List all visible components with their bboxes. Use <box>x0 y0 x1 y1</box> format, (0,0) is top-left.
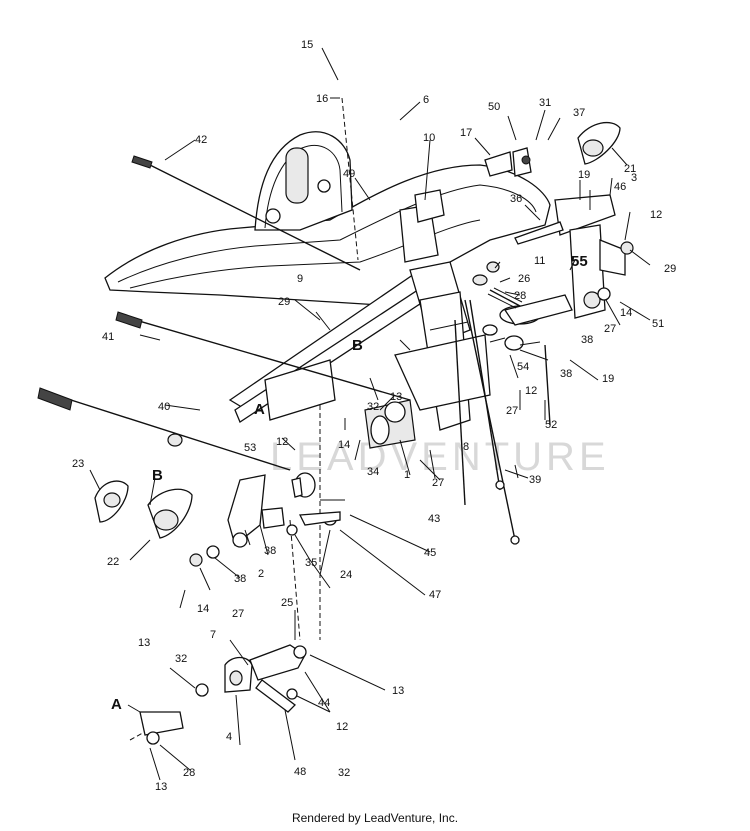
label-14-lower: 14 <box>197 603 209 615</box>
label-15: 15 <box>301 39 313 51</box>
label-32-bottom: 32 <box>338 767 350 779</box>
label-1: 1 <box>404 469 410 481</box>
label-13: 13 <box>390 391 402 403</box>
label-27-lower: 27 <box>432 477 444 489</box>
label-35: 35 <box>305 557 317 569</box>
label-10: 10 <box>423 132 435 144</box>
label-51: 51 <box>652 318 664 330</box>
label-29: 29 <box>664 263 676 275</box>
label-4: 4 <box>226 731 232 743</box>
label-3: 3 <box>631 172 637 184</box>
label-38: 38 <box>560 368 572 380</box>
label-12-bottom: 12 <box>336 721 348 733</box>
label-27-pedal: 27 <box>232 608 244 620</box>
frame-assembly <box>104 131 551 449</box>
label-32: 32 <box>367 401 379 413</box>
label-40: 40 <box>158 401 170 413</box>
label-38-lower: 38 <box>234 573 246 585</box>
label-9: 9 <box>297 273 303 285</box>
label-31: 31 <box>539 97 551 109</box>
label-26: 26 <box>518 273 530 285</box>
label-52: 52 <box>545 419 557 431</box>
label-12-lower: 12 <box>276 436 288 448</box>
label-48: 48 <box>294 766 306 778</box>
label-13-lower: 13 <box>138 637 150 649</box>
label-8: 8 <box>463 441 469 453</box>
label-13-bottom: 13 <box>155 781 167 793</box>
label-49: 49 <box>343 168 355 180</box>
label-A-lower: A <box>111 696 122 713</box>
label-14: 14 <box>620 307 632 319</box>
label-28: 28 <box>183 767 195 779</box>
label-47: 47 <box>429 589 441 601</box>
label-2: 2 <box>258 568 264 580</box>
label-19: 19 <box>578 169 590 181</box>
pedal-bracket-assembly <box>472 121 634 351</box>
guide-lines <box>129 97 359 741</box>
label-54: 54 <box>517 361 529 373</box>
label-29-left: 29 <box>278 296 290 308</box>
label-53: 53 <box>244 442 256 454</box>
label-37: 37 <box>573 107 585 119</box>
label-42: 42 <box>195 134 207 146</box>
label-28: 28 <box>514 290 526 302</box>
label-45: 45 <box>424 547 436 559</box>
label-25: 25 <box>281 597 293 609</box>
label-13-right: 13 <box>392 685 404 697</box>
label-44: 44 <box>318 697 330 709</box>
label-43: 43 <box>428 513 440 525</box>
label-17: 17 <box>460 127 472 139</box>
label-36: 36 <box>510 193 522 205</box>
leader-lines <box>89 47 651 781</box>
label-39: 39 <box>529 474 541 486</box>
label-46: 46 <box>614 181 626 193</box>
label-41: 41 <box>102 331 114 343</box>
label-19-lower: 19 <box>602 373 614 385</box>
label-7: 7 <box>210 629 216 641</box>
label-55: 55 <box>571 253 588 270</box>
label-27-center: 27 <box>506 405 518 417</box>
label-23: 23 <box>72 458 84 470</box>
label-6: 6 <box>423 94 429 106</box>
label-22: 22 <box>107 556 119 568</box>
label-11: 11 <box>534 255 545 267</box>
label-16: 16 <box>316 93 328 105</box>
label-24: 24 <box>340 569 352 581</box>
watermark: LEADVENTURE <box>270 435 610 479</box>
label-B-upper: B <box>352 337 363 354</box>
cables <box>37 155 551 545</box>
label-38-right: 38 <box>581 334 593 346</box>
label-A-upper: A <box>254 401 265 418</box>
label-50: 50 <box>488 101 500 113</box>
label-14-center: 14 <box>338 439 350 451</box>
label-B-lower: B <box>152 467 163 484</box>
label-32-lower: 32 <box>175 653 187 665</box>
footer-credit: Rendered by LeadVenture, Inc. <box>291 811 459 825</box>
label-34: 34 <box>367 466 379 478</box>
label-21: 21 <box>624 163 636 175</box>
callout-labels: 15 16 6 10 50 31 37 17 21 42 49 19 46 3 … <box>72 39 676 793</box>
label-12: 12 <box>650 209 662 221</box>
label-27: 27 <box>604 323 616 335</box>
brake-pedal-assembly <box>94 472 341 745</box>
label-12-center: 12 <box>525 385 537 397</box>
label-38-pedal: 38 <box>264 545 276 557</box>
